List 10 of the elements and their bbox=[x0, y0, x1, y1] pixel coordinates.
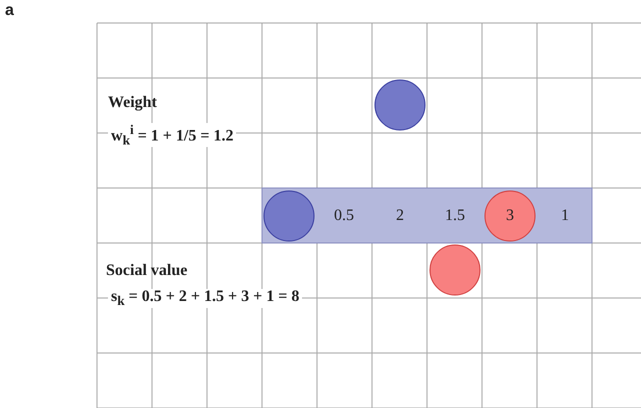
value-text: 0.5 bbox=[334, 208, 354, 224]
value-text: 1 bbox=[561, 208, 569, 224]
heading-text: Social value bbox=[106, 263, 188, 279]
panel-label: a bbox=[5, 3, 14, 19]
formula-text: s$_{k}$ = 0.5 + 2 + 1.5 + 3 + 1 = 8 bbox=[108, 289, 302, 308]
heading-text: Weight bbox=[108, 95, 157, 111]
value-text: 3 bbox=[506, 208, 514, 224]
value-text: 1.5 bbox=[445, 208, 465, 224]
value-text: 2 bbox=[396, 208, 404, 224]
formula-text: w$_{k}$$^{i}$ = 1 + 1/5 = 1.2 bbox=[108, 123, 236, 147]
